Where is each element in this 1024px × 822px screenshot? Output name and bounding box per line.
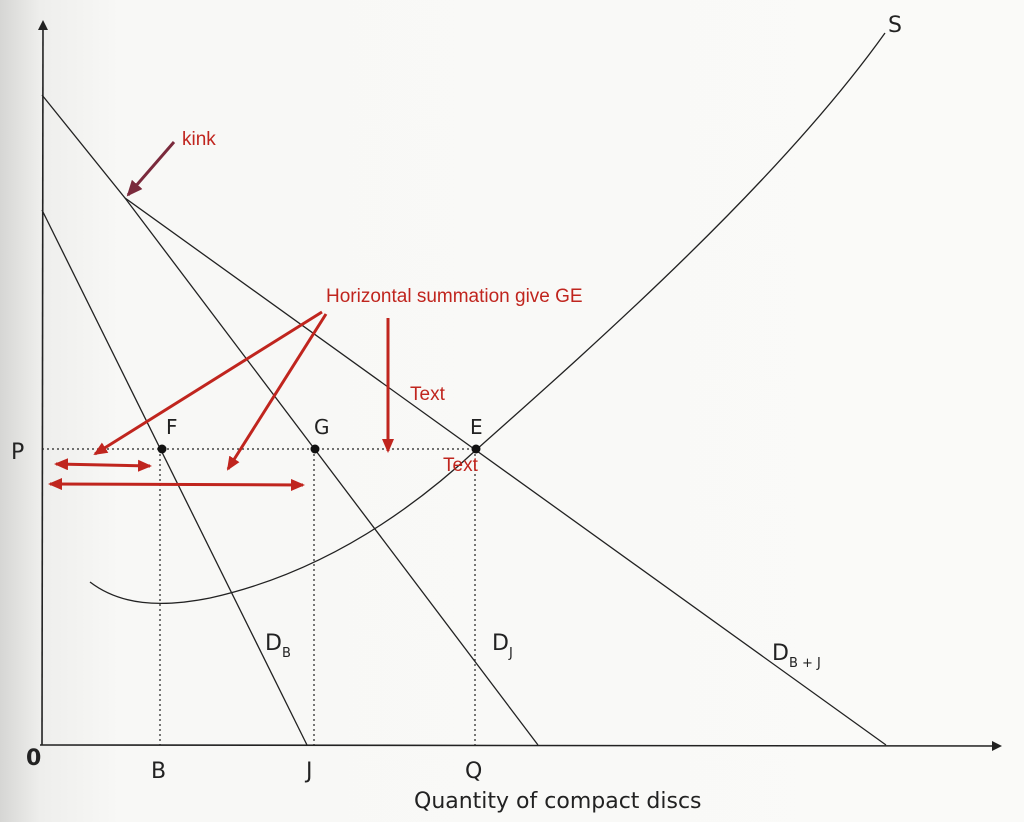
demand-bj-letter: D [772, 641, 789, 666]
demand-j-label: DJ [492, 631, 513, 661]
demand-curve-j [124, 197, 539, 746]
qty-q-label: Q [465, 759, 482, 784]
y-axis [37, 20, 48, 746]
summation-arrow-middle [226, 313, 328, 471]
supply-curve [89, 32, 886, 605]
qty-b-label: B [151, 759, 166, 784]
supply-label: S [888, 13, 902, 38]
demand-bj-subscript: B + J [789, 656, 821, 671]
demand-j-letter: D [492, 631, 509, 656]
demand-b-letter: D [265, 631, 282, 656]
quantity-j-double-arrow [48, 478, 305, 491]
qty-j-label: J [304, 759, 313, 784]
origin-label: 0 [26, 746, 41, 771]
point-e [471, 444, 481, 454]
point-g-label: G [314, 415, 330, 439]
demand-b-subscript: B [282, 646, 291, 661]
point-f [157, 444, 167, 454]
text-annotation-lower: Text [443, 455, 479, 476]
demand-b-label: DB [265, 631, 291, 661]
demand-bj-label: DB + J [772, 641, 821, 671]
point-f-label: F [166, 415, 178, 439]
point-e-label: E [470, 415, 483, 439]
price-label: P [11, 440, 24, 465]
quantity-b-double-arrow [54, 458, 152, 472]
demand-curve-b-plus-j [41, 94, 887, 746]
demand-j-subscript: J [508, 646, 513, 661]
kink-arrow [126, 141, 176, 197]
point-g [310, 444, 320, 454]
summation-arrow-left [93, 310, 323, 456]
text-annotation-upper: Text [410, 384, 446, 405]
x-axis [39, 740, 1002, 751]
horizontal-summation-annotation: Horizontal summation give GE [326, 286, 583, 307]
demand-curve-b [41, 209, 308, 746]
x-axis-title: Quantity of compact discs [414, 789, 702, 814]
kink-annotation: kink [182, 129, 216, 150]
